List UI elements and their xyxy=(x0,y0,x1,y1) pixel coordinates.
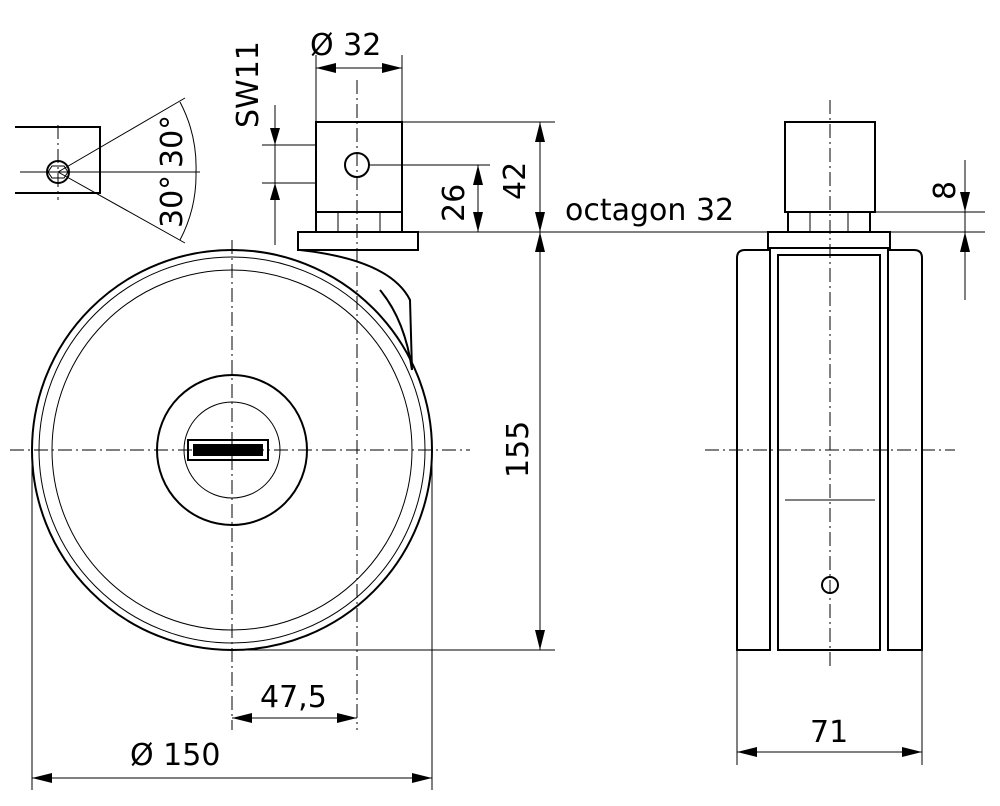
wrench-size-label: SW11 xyxy=(231,41,266,128)
octagon-label: octagon 32 xyxy=(565,193,734,228)
stem-diameter-label: Ø 32 xyxy=(310,28,381,63)
angle-upper-label: 30° xyxy=(155,115,190,168)
dimension-lines: Ø 32 SW11 26 42 155 47,5 Ø 150 octagon 3… xyxy=(31,28,780,790)
angle-lower-label: 30° xyxy=(155,175,190,228)
stem-height-label: 42 xyxy=(498,162,533,200)
width-label: 71 xyxy=(810,715,848,750)
front-view: 8 71 xyxy=(705,100,985,765)
offset-label: 47,5 xyxy=(260,680,327,715)
hole-height-label: 26 xyxy=(437,184,472,222)
total-height-label: 155 xyxy=(501,421,536,478)
plate-height-label: 8 xyxy=(928,181,963,200)
side-view xyxy=(10,80,470,730)
stem-hole-detail: 30° 30° xyxy=(15,97,200,244)
wheel-diameter-label: Ø 150 xyxy=(130,738,220,773)
